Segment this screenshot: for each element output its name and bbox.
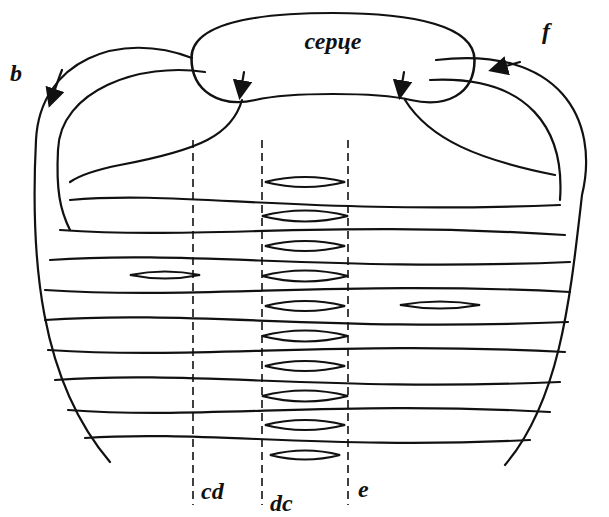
- vessel-inner-right: [405, 100, 555, 175]
- organ-label: серце: [188, 10, 478, 55]
- letter-label: cd: [199, 478, 226, 504]
- arrow-f: [492, 62, 520, 70]
- arrow-inner-left: [240, 72, 244, 96]
- capillary-loop: [265, 177, 345, 187]
- capillary: [50, 257, 570, 264]
- capillary: [85, 436, 530, 443]
- heart-outline-path: [191, 13, 474, 102]
- capillary-loop: [262, 271, 348, 282]
- vessel-b: [35, 48, 192, 462]
- letter-label: e: [356, 476, 371, 502]
- capillary-loop: [265, 301, 345, 311]
- heart-shape: серце: [188, 10, 478, 110]
- letter-label: f: [540, 18, 552, 44]
- section-line: [192, 140, 194, 505]
- capillary: [45, 288, 570, 293]
- letter-label: dc: [268, 490, 295, 516]
- vessel-inner-left: [70, 100, 242, 182]
- capillary: [48, 348, 565, 353]
- capillary: [68, 408, 550, 413]
- heart-outline: [188, 10, 478, 110]
- capillary-loop: [265, 361, 345, 371]
- arrow-b: [50, 70, 62, 104]
- capillary: [60, 229, 565, 235]
- capillary-loop: [270, 451, 340, 460]
- capillary: [70, 198, 560, 208]
- arrow-inner-right: [400, 72, 404, 96]
- capillary: [45, 317, 568, 324]
- section-line: [347, 140, 349, 505]
- section-line: [261, 140, 263, 505]
- capillary: [55, 377, 560, 384]
- capillary-loop: [130, 272, 200, 279]
- capillary-loop: [265, 420, 345, 430]
- capillary-loop: [265, 241, 345, 251]
- capillary-loop: [262, 391, 348, 402]
- letter-label: b: [8, 60, 24, 86]
- capillary-loop: [262, 211, 348, 222]
- capillary-loop: [400, 302, 480, 309]
- capillary-loop: [262, 331, 348, 342]
